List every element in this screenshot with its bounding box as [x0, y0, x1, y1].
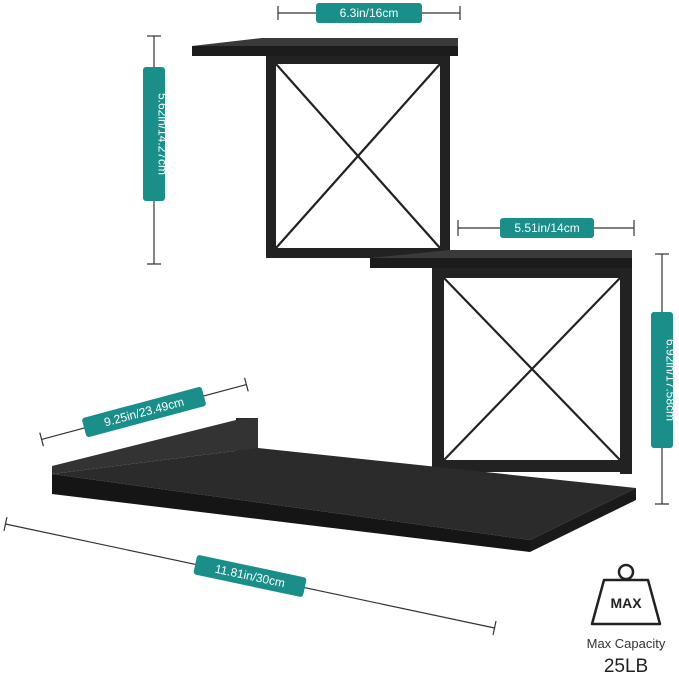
- capacity-label: Max Capacity: [587, 636, 666, 651]
- dimension-lower-height-label: 6.92in/17.58cm: [664, 339, 678, 421]
- dimension-middle-width: 5.51in/14cm: [457, 218, 635, 238]
- dimension-top-width: 6.3in/16cm: [277, 3, 461, 23]
- weight-icon: MAX: [590, 563, 662, 626]
- dimension-top-height-label: 5.62in/14.27cm: [156, 93, 170, 175]
- middle-shelf: [370, 250, 632, 268]
- dimension-lower-height: 6.92in/17.58cm: [651, 253, 678, 505]
- capacity-value: 25LB: [604, 656, 648, 677]
- top-shelf: [192, 38, 458, 56]
- upper-frame: [266, 50, 450, 260]
- weight-icon-text: MAX: [610, 595, 642, 611]
- dimension-middle-width-label: 5.51in/14cm: [514, 221, 579, 235]
- base-board: [52, 418, 636, 552]
- dimension-top-height: 5.62in/14.27cm: [143, 35, 170, 265]
- dimension-top-width-label: 6.3in/16cm: [340, 6, 399, 20]
- max-capacity: MAX Max Capacity 25LB: [587, 563, 666, 677]
- lower-frame: [432, 262, 632, 474]
